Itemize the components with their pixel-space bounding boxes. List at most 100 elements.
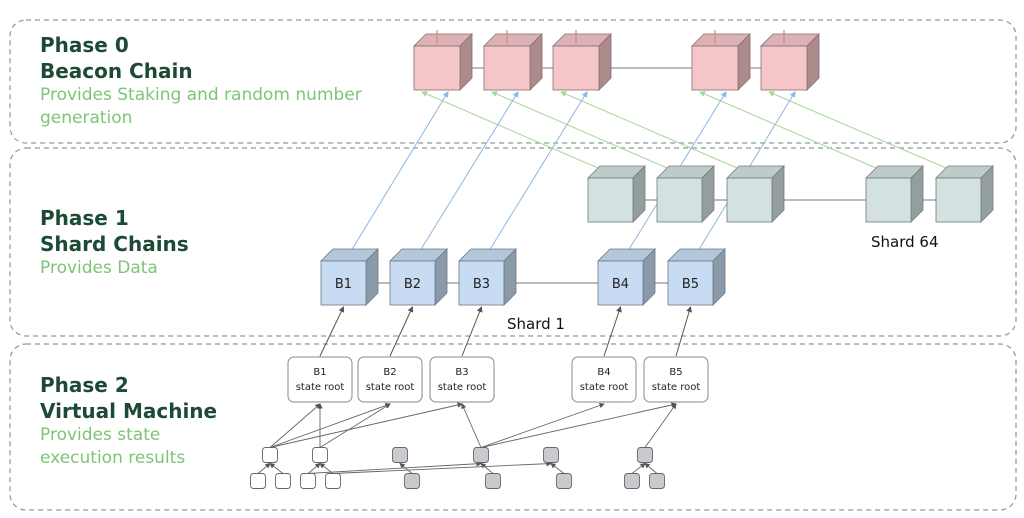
merkle-edge <box>480 402 677 448</box>
state-root-box <box>357 356 423 403</box>
state-root-block-label: B3 <box>455 367 468 378</box>
merkle-node <box>325 473 341 489</box>
state-root-to-block-link <box>319 306 345 357</box>
shard1-block-b4-front-face <box>597 260 644 306</box>
state-root-box <box>287 356 353 403</box>
phase-2-title: Phase 2 <box>40 373 129 397</box>
state-root-box <box>571 356 637 403</box>
merkle-node <box>637 447 653 463</box>
shard64-block-5 <box>935 165 994 223</box>
shard1-block-b4: B4 <box>597 248 656 306</box>
merkle-node <box>300 473 316 489</box>
shard1-block-b1: B1 <box>320 248 379 306</box>
shard64-crosslink <box>421 91 599 169</box>
state-root-b3: B3 state root <box>429 356 495 403</box>
shard1-block-b2-front-face <box>389 260 436 306</box>
merkle-node <box>485 473 501 489</box>
beacon-block-3-front-face <box>552 45 600 91</box>
phase-0-description: Provides Staking and random number gener… <box>40 85 362 128</box>
merkle-edge <box>644 403 677 448</box>
shard1-crosslink <box>350 91 449 252</box>
state-root-to-block-link <box>603 306 622 357</box>
phase-2-name: Virtual Machine <box>40 399 218 423</box>
shard64-block-5-front-face <box>935 177 982 223</box>
shard64-block-2 <box>656 165 715 223</box>
merkle-node <box>473 447 489 463</box>
state-root-label: state root <box>366 382 415 393</box>
merkle-edge <box>307 462 321 474</box>
merkle-edge <box>480 402 605 448</box>
state-root-to-block-link <box>461 306 483 357</box>
shard1-block-b1-label: B1 <box>335 277 352 292</box>
state-root-block-label: B4 <box>597 367 610 378</box>
shard1-block-b5-front-face <box>667 260 714 306</box>
state-root-label: state root <box>652 382 701 393</box>
state-root-block-label: B1 <box>313 367 326 378</box>
shard64-crosslink <box>699 91 877 169</box>
beacon-block-2-front-face <box>483 45 531 91</box>
phase-1-label-group: Phase 1 Shard Chains Provides Data <box>40 205 300 280</box>
merkle-edge <box>269 403 321 448</box>
shard64-crosslink <box>491 91 668 169</box>
shard64-block-1 <box>587 165 646 223</box>
beacon-block-1-front-face <box>413 45 461 91</box>
beacon-block-4-front-face <box>691 45 739 91</box>
phase-0-title: Phase 0 <box>40 33 129 57</box>
merkle-edge <box>269 402 391 448</box>
shard64-block-1-front-face <box>587 177 634 223</box>
state-root-block-label: B2 <box>383 367 396 378</box>
phase-0-name: Beacon Chain <box>40 59 193 83</box>
beacon-block-5 <box>760 30 820 91</box>
shard64-crosslink <box>768 91 947 169</box>
merkle-edge <box>269 402 463 448</box>
merkle-node <box>262 447 278 463</box>
phase-1-title: Phase 1 <box>40 206 129 230</box>
beacon-block-1 <box>413 30 473 91</box>
state-root-block-label: B5 <box>669 367 682 378</box>
shard1-block-b3: B3 <box>458 248 517 306</box>
phase-0-panel <box>9 19 1017 144</box>
shard64-block-4-front-face <box>865 177 912 223</box>
beacon-block-2 <box>483 30 543 91</box>
merkle-node <box>404 473 420 489</box>
phase-1-description: Provides Data <box>40 258 158 278</box>
merkle-edge <box>319 403 391 448</box>
state-root-box <box>429 356 495 403</box>
shard1-block-b3-label: B3 <box>473 277 490 292</box>
shard1-crosslink <box>488 91 588 252</box>
merkle-edge <box>480 462 494 474</box>
shard1-block-b1-front-face <box>320 260 367 306</box>
phase-2-panel <box>9 343 1017 511</box>
shard1-block-b3-front-face <box>458 260 505 306</box>
beacon-block-5-front-face <box>760 45 808 91</box>
shard1-block-b5: B5 <box>667 248 726 306</box>
shard64-block-3 <box>726 165 785 223</box>
phase-2-description: Provides state execution results <box>40 425 186 468</box>
beacon-block-4 <box>691 30 751 91</box>
shard64-block-4 <box>865 165 924 223</box>
state-root-b5: B5 state root <box>643 356 709 403</box>
merkle-edge <box>631 462 646 474</box>
merkle-node <box>543 447 559 463</box>
merkle-node <box>312 447 328 463</box>
merkle-node <box>649 473 665 489</box>
shard64-crosslink <box>560 91 738 169</box>
merkle-node <box>275 473 291 489</box>
merkle-node <box>556 473 572 489</box>
merkle-edge <box>257 462 271 474</box>
phase-1-panel <box>9 147 1017 337</box>
shard1-block-b4-label: B4 <box>612 277 629 292</box>
shard64-block-2-front-face <box>656 177 703 223</box>
shard-64-label: Shard 64 <box>871 233 939 251</box>
beacon-block-3 <box>552 30 612 91</box>
merkle-node <box>392 447 408 463</box>
phase-1-name: Shard Chains <box>40 232 189 256</box>
merkle-edge <box>461 403 482 448</box>
merkle-edge <box>644 462 658 474</box>
merkle-edge <box>550 462 565 474</box>
merkle-edge <box>307 461 482 474</box>
state-root-label: state root <box>438 382 487 393</box>
